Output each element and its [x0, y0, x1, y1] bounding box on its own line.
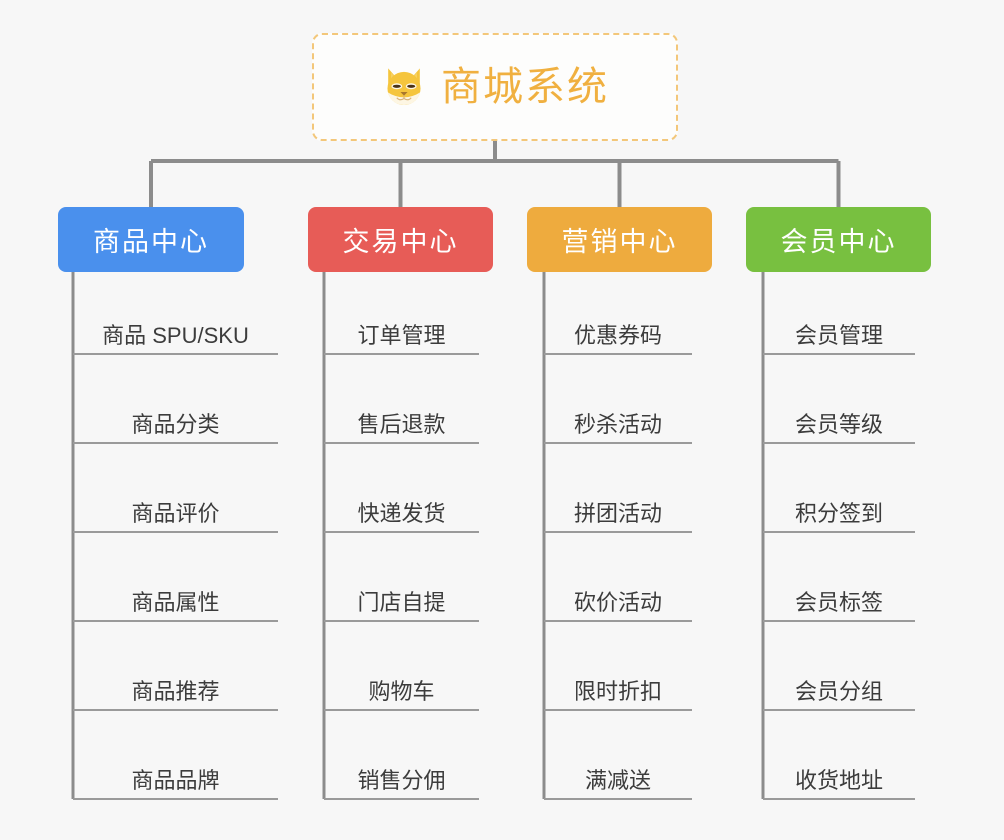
root-title: 商城系统 — [441, 65, 609, 109]
leaf-item-label: 满减送 — [584, 768, 651, 793]
branch-header-label: 营销中心 — [561, 227, 678, 257]
leaf-item-label: 销售分佣 — [357, 768, 446, 793]
leaf-item-label: 秒杀活动 — [573, 412, 662, 437]
leaf-item[interactable]: 订单管理 — [324, 310, 479, 354]
leaf-item[interactable]: 会员标签 — [763, 577, 915, 621]
leaf-item-label: 收货地址 — [794, 768, 883, 793]
leaf-item-label: 会员分组 — [794, 679, 883, 704]
leaf-item[interactable]: 购物车 — [324, 666, 479, 710]
leaf-item-label: 商品分类 — [131, 412, 220, 437]
leaf-item[interactable]: 快递发货 — [324, 488, 479, 532]
leaf-item[interactable]: 会员分组 — [763, 666, 915, 710]
leaf-item-label: 拼团活动 — [573, 501, 662, 526]
leaf-item-label: 商品属性 — [131, 590, 220, 615]
leaf-item-label: 优惠券码 — [573, 323, 662, 348]
leaf-item-label: 商品评价 — [131, 501, 220, 526]
branch-header-3[interactable]: 营销中心 — [527, 207, 712, 272]
leaf-item[interactable]: 积分签到 — [763, 488, 915, 532]
leaf-item-label: 限时折扣 — [573, 679, 662, 704]
branch-header-label: 交易中心 — [342, 227, 459, 257]
leaf-item-label: 商品 SPU/SKU — [102, 323, 249, 348]
leaf-item[interactable]: 商品评价 — [73, 488, 278, 532]
leaf-item[interactable]: 收货地址 — [763, 755, 915, 799]
leaf-item[interactable]: 商品属性 — [73, 577, 278, 621]
leaf-item-label: 售后退款 — [357, 412, 446, 437]
leaf-item[interactable]: 优惠券码 — [544, 310, 692, 354]
branch-header-2[interactable]: 交易中心 — [308, 207, 493, 272]
leaf-item[interactable]: 商品品牌 — [73, 755, 278, 799]
leaf-item-label: 商品品牌 — [131, 768, 220, 793]
leaf-item-label: 砍价活动 — [573, 590, 662, 615]
leaf-item-label: 会员管理 — [794, 323, 883, 348]
shiba-dog-face-icon — [387, 68, 421, 107]
leaf-item[interactable]: 商品分类 — [73, 399, 278, 443]
leaf-item[interactable]: 会员等级 — [763, 399, 915, 443]
leaf-item[interactable]: 砍价活动 — [544, 577, 692, 621]
branch-header-4[interactable]: 会员中心 — [746, 207, 931, 272]
leaf-item[interactable]: 门店自提 — [324, 577, 479, 621]
leaf-item[interactable]: 满减送 — [544, 755, 692, 799]
leaf-item[interactable]: 会员管理 — [763, 310, 915, 354]
leaf-item[interactable]: 销售分佣 — [324, 755, 479, 799]
root-node[interactable]: 商城系统 — [312, 33, 678, 141]
leaf-item-label: 会员标签 — [794, 590, 883, 615]
leaf-item-label: 购物车 — [368, 679, 435, 704]
leaf-item-label: 积分签到 — [794, 501, 883, 526]
leaf-item-label: 门店自提 — [357, 590, 446, 615]
branch-header-label: 商品中心 — [93, 227, 209, 257]
leaf-item-label: 快递发货 — [357, 501, 446, 526]
leaf-item-label: 商品推荐 — [131, 679, 220, 704]
leaf-item[interactable]: 商品推荐 — [73, 666, 278, 710]
leaf-item[interactable]: 秒杀活动 — [544, 399, 692, 443]
leaf-item-label: 订单管理 — [357, 323, 446, 348]
leaf-item[interactable]: 限时折扣 — [544, 666, 692, 710]
leaf-item[interactable]: 拼团活动 — [544, 488, 692, 532]
branch-header-label: 会员中心 — [780, 227, 897, 257]
branch-header-1[interactable]: 商品中心 — [58, 207, 244, 272]
leaf-item[interactable]: 售后退款 — [324, 399, 479, 443]
leaf-item[interactable]: 商品 SPU/SKU — [73, 310, 278, 354]
leaf-item-label: 会员等级 — [794, 412, 883, 437]
